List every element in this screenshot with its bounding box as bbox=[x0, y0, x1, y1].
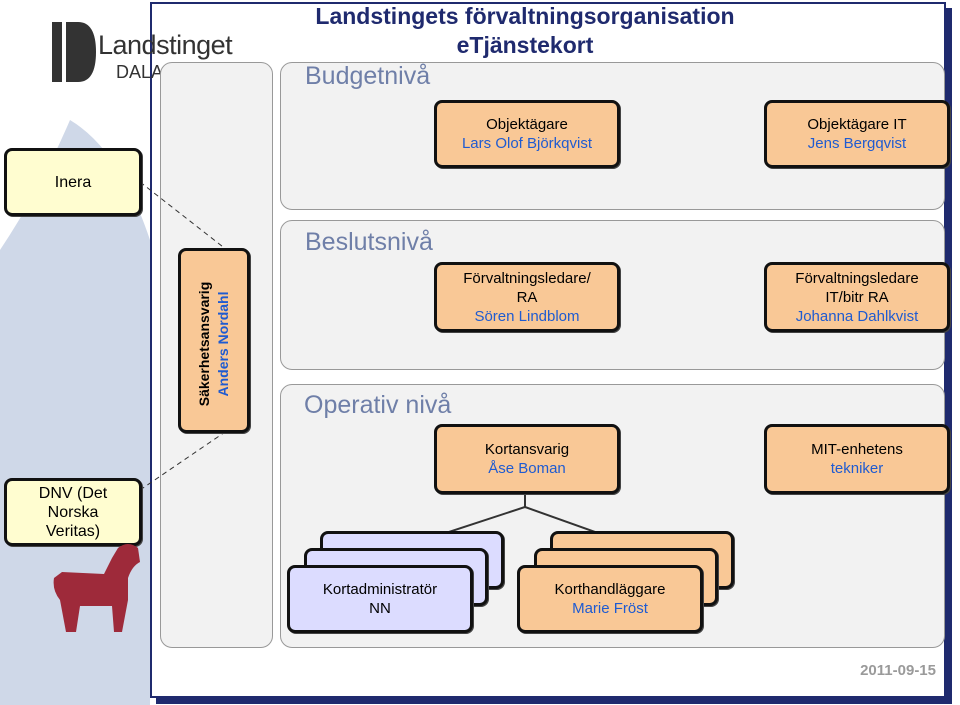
administration-manager-it-role-1: Förvaltningsledare bbox=[795, 269, 919, 287]
administration-manager-role-1: Förvaltningsledare/ bbox=[463, 269, 591, 287]
object-owner-it-role: Objektägare IT bbox=[807, 116, 907, 133]
card-responsible-role: Kortansvarig bbox=[484, 441, 570, 458]
object-owner-it-box: Objektägare IT Jens Bergqvist bbox=[764, 100, 950, 168]
object-owner-it-person: Jens Bergqvist bbox=[807, 135, 907, 152]
title-line-2: eTjänstekort bbox=[456, 32, 594, 58]
administration-manager-it-box: Förvaltningsledare IT/bitr RA Johanna Da… bbox=[764, 262, 950, 332]
administration-manager-it-person: Johanna Dahlkvist bbox=[795, 307, 919, 325]
object-owner-role: Objektägare bbox=[486, 116, 568, 133]
object-owner-person: Lars Olof Björkqvist bbox=[461, 135, 593, 152]
dnv-line-3: Veritas) bbox=[45, 522, 101, 540]
object-owner-box: Objektägare Lars Olof Björkqvist bbox=[434, 100, 620, 168]
card-handler-box: Korthandläggare Marie Fröst bbox=[517, 565, 703, 633]
mit-technician-box: MIT-enhetens tekniker bbox=[764, 424, 950, 494]
administration-manager-it-role-2: IT/bitr RA bbox=[825, 288, 889, 306]
dnv-line-2: Norska bbox=[47, 503, 99, 521]
page-title: Landstingets förvaltningsorganisation eT… bbox=[160, 2, 890, 60]
operative-level-label: Operativ nivå bbox=[304, 391, 452, 419]
mit-person: tekniker bbox=[830, 460, 884, 477]
mit-role: MIT-enhetens bbox=[811, 441, 903, 458]
administration-manager-person: Sören Lindblom bbox=[474, 307, 580, 325]
slide-date: 2011-09-15 bbox=[860, 662, 936, 679]
card-admin-person: NN bbox=[369, 600, 391, 617]
card-handler-person: Marie Fröst bbox=[572, 600, 648, 617]
landstinget-logo-icon bbox=[50, 20, 100, 89]
card-admin-box: Kortadministratör NN bbox=[287, 565, 473, 633]
budget-level-label: Budgetnivå bbox=[305, 62, 431, 90]
title-line-1: Landstingets förvaltningsorganisation bbox=[315, 3, 735, 29]
logo-region: DALA bbox=[116, 62, 164, 82]
administration-manager-role-2: RA bbox=[516, 288, 538, 306]
administration-manager-box: Förvaltningsledare/ RA Sören Lindblom bbox=[434, 262, 620, 332]
security-responsible-box: Säkerhetsansvarig Anders Nordahl bbox=[178, 248, 250, 433]
card-admin-role: Kortadministratör bbox=[322, 581, 438, 598]
inera-box: Inera bbox=[4, 148, 142, 216]
logo-name: Landstinget bbox=[98, 30, 233, 60]
card-responsible-box: Kortansvarig Åse Boman bbox=[434, 424, 620, 494]
decision-level-label: Beslutsnivå bbox=[305, 228, 433, 256]
card-handler-role: Korthandläggare bbox=[554, 581, 666, 598]
card-responsible-person: Åse Boman bbox=[488, 460, 566, 477]
inera-label: Inera bbox=[54, 173, 92, 191]
dnv-box: DNV (Det Norska Veritas) bbox=[4, 478, 142, 546]
dnv-line-1: DNV (Det bbox=[38, 484, 108, 502]
